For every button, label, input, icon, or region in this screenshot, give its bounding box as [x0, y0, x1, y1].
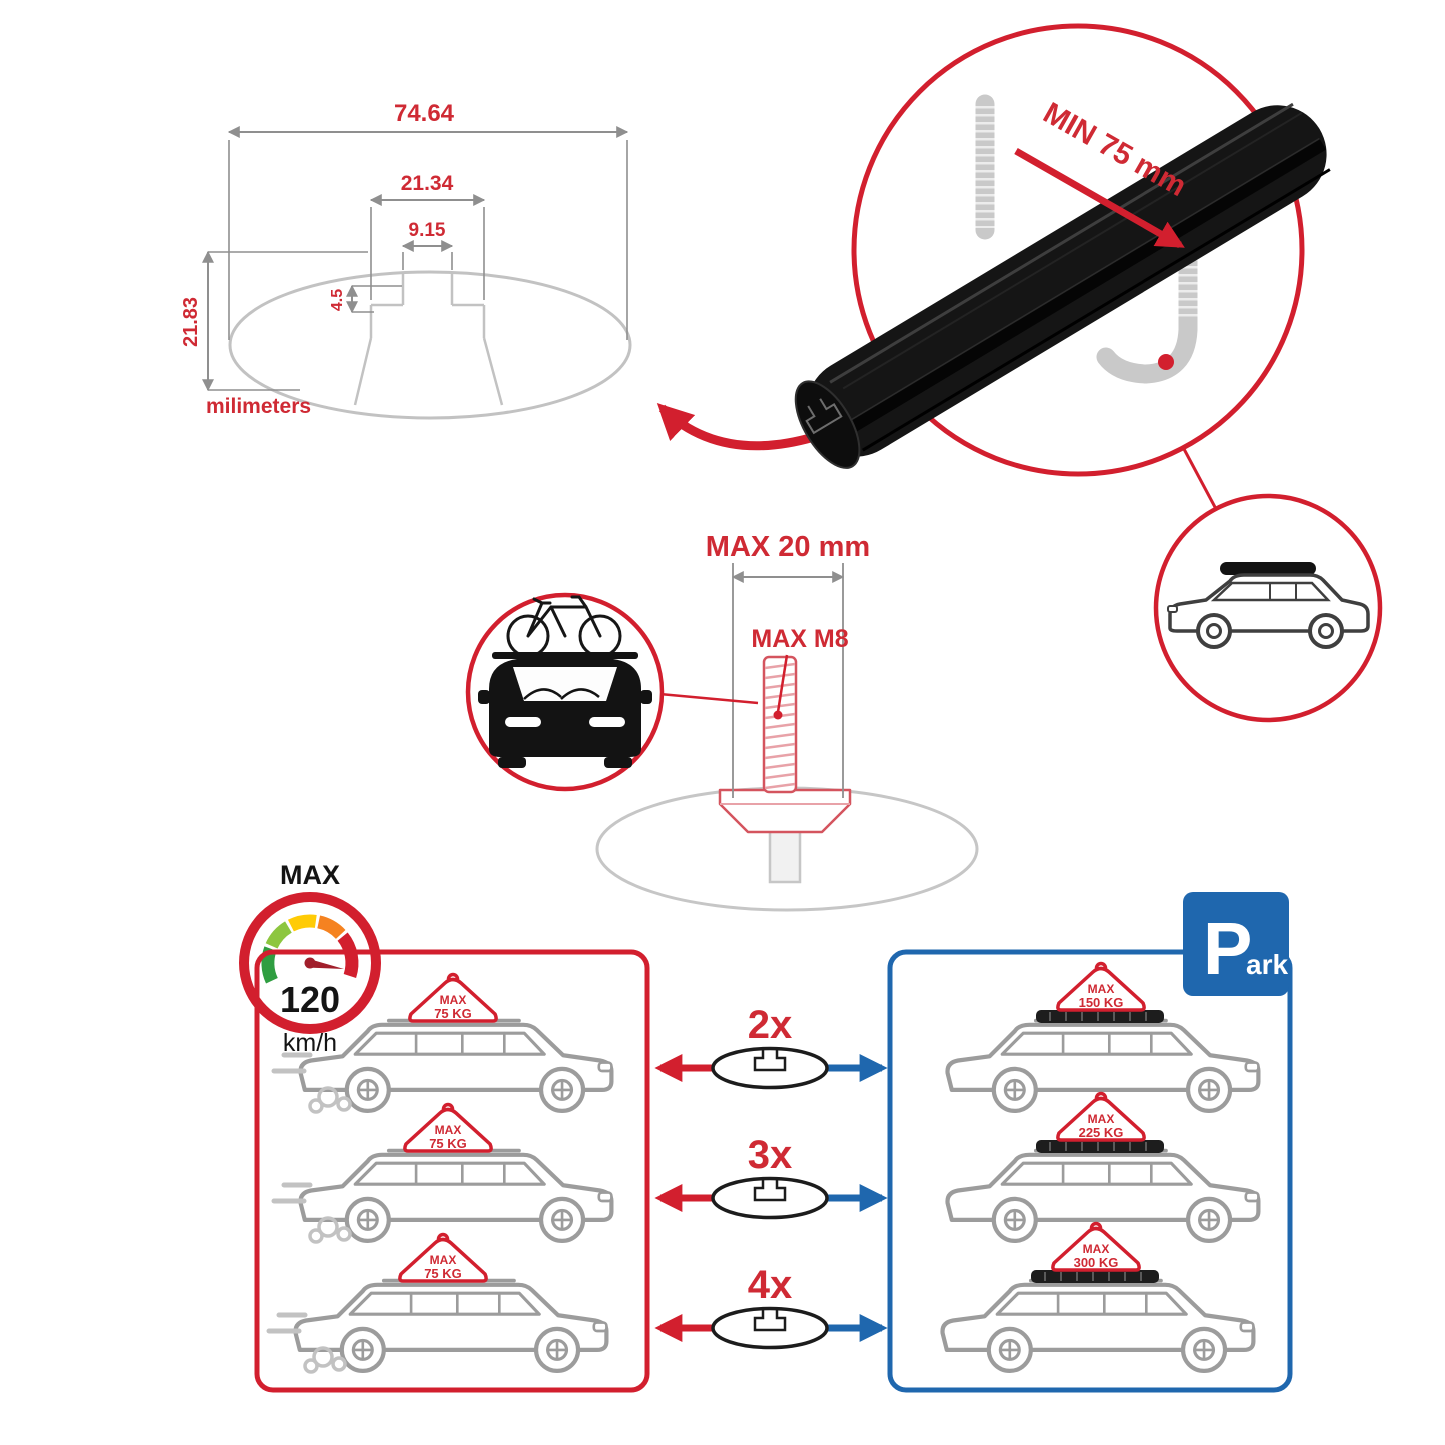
suv-side-icon: [948, 1151, 1259, 1241]
parked-cars: MAX 150 KG MAX 225 KG MAX 300 KG: [943, 961, 1259, 1371]
dim-ext-bolt: [732, 563, 844, 798]
suv-roofbox-icon: [1167, 562, 1370, 649]
bolt-stem: [768, 828, 802, 884]
row-3-right-load: 300 KG: [1074, 1255, 1119, 1270]
suv-side-icon: [943, 1281, 1254, 1371]
car-front-bike-icon: [478, 595, 652, 768]
compat-row-1-connector: 2x: [654, 1003, 888, 1090]
speed-limit-badge: MAX 120 km/h: [239, 860, 381, 1057]
crossbar-to-profile-arrow: [656, 403, 816, 451]
cavity-width-label: 21.34: [401, 172, 454, 195]
total-width-label: 74.64: [394, 100, 455, 127]
gauge-needle: [306, 958, 344, 969]
mirror-left: [478, 690, 490, 704]
row-2-left-load: 75 KG: [429, 1136, 467, 1151]
compat-row-3-connector: 4x: [654, 1263, 888, 1350]
thread-leader-line: [776, 654, 789, 713]
bolt-dimension-diagram: MAX 20 mm MAX M8: [595, 531, 979, 912]
row-3-left-max: MAX: [430, 1253, 457, 1267]
height-label: 21.83: [180, 297, 202, 347]
roof-basket-icon: [1035, 1139, 1165, 1154]
row-2-right-max: MAX: [1088, 1112, 1115, 1126]
min-spacing-label: MIN 75 mm: [1038, 96, 1192, 203]
row-3-left-load: 75 KG: [424, 1266, 462, 1281]
max-length-label: MAX 20 mm: [706, 531, 870, 563]
headlight-right: [589, 717, 625, 727]
wheel-right: [604, 757, 632, 768]
row-1-right-load: 150 KG: [1079, 995, 1124, 1010]
magnifier-circle: [851, 23, 1305, 477]
crossbar-detail-circle: MIN 75 mm: [794, 23, 1331, 477]
cross-section-diagram: 74.64 21.34 9.15 4.5 21.83 milimeters: [180, 100, 632, 420]
roof-basket-icon: [1035, 1009, 1165, 1024]
suv-roofbox-circle: [1153, 493, 1383, 723]
dim-ext-slot-width: [402, 252, 453, 270]
speed-max-label: MAX: [280, 860, 340, 890]
roof-basket-icon: [1030, 1269, 1160, 1284]
slot-depth-label: 4.5: [329, 289, 346, 311]
min-spacing-arrow: [1014, 147, 1185, 249]
headlight-left: [505, 717, 541, 727]
wheel-left: [498, 757, 526, 768]
gauge-pivot: [304, 957, 316, 969]
t-bolt-plate-icon: [718, 788, 852, 834]
mirror-right: [640, 690, 652, 704]
speed-value: 120: [280, 979, 340, 1020]
row-2-count: 3x: [748, 1133, 793, 1177]
park-sign-suffix: ark: [1246, 949, 1288, 980]
gauge-arc: [261, 914, 359, 984]
row-1-left-load: 75 KG: [434, 1006, 472, 1021]
car-bike-leader-line: [659, 692, 759, 705]
driving-panel: [254, 949, 650, 1393]
crossbar-profile-ellipse: [228, 270, 632, 420]
row-2-right-load: 225 KG: [1079, 1125, 1124, 1140]
crossbar-cross-section-icon: [711, 1306, 829, 1350]
crossbar-cross-section-icon: [711, 1046, 829, 1090]
parked-panel: [887, 949, 1293, 1393]
row-1-count: 2x: [748, 1003, 793, 1047]
speed-unit: km/h: [283, 1029, 337, 1057]
circle-connector-line: [1182, 448, 1218, 510]
driving-cars: MAX 75 KG MAX 75 KG MAX 75 KG: [269, 972, 611, 1373]
dim-ext-total-width: [228, 140, 628, 340]
park-sign: P ark: [1183, 892, 1289, 996]
unit-label: milimeters: [206, 395, 311, 418]
thread-leader-dot: [773, 710, 783, 720]
dim-ext-slot-depth: [352, 285, 402, 313]
park-sign-letter: P: [1203, 907, 1252, 990]
row-3-count: 4x: [748, 1263, 793, 1307]
row-3-right-max: MAX: [1083, 1242, 1110, 1256]
slot-width-label: 9.15: [409, 220, 446, 241]
t-slot-profile-lines: [353, 273, 504, 406]
row-2-left-max: MAX: [435, 1123, 462, 1137]
compat-row-2-connector: 3x: [654, 1133, 888, 1220]
dim-ext-cavity-width: [370, 207, 485, 300]
car-bike-circle: [465, 592, 759, 792]
max-thread-label: MAX M8: [751, 625, 848, 653]
dim-ext-height: [208, 251, 368, 391]
attachment-point-dot: [1158, 354, 1174, 370]
roof-rack-bar: [492, 652, 638, 659]
row-1-left-max: MAX: [440, 993, 467, 1007]
wipers: [523, 688, 600, 700]
row-1-right-max: MAX: [1088, 982, 1115, 996]
crossbar-3d: [794, 102, 1331, 469]
crossbar-cross-section-icon: [711, 1176, 829, 1220]
park-sign-board: [1183, 892, 1289, 996]
